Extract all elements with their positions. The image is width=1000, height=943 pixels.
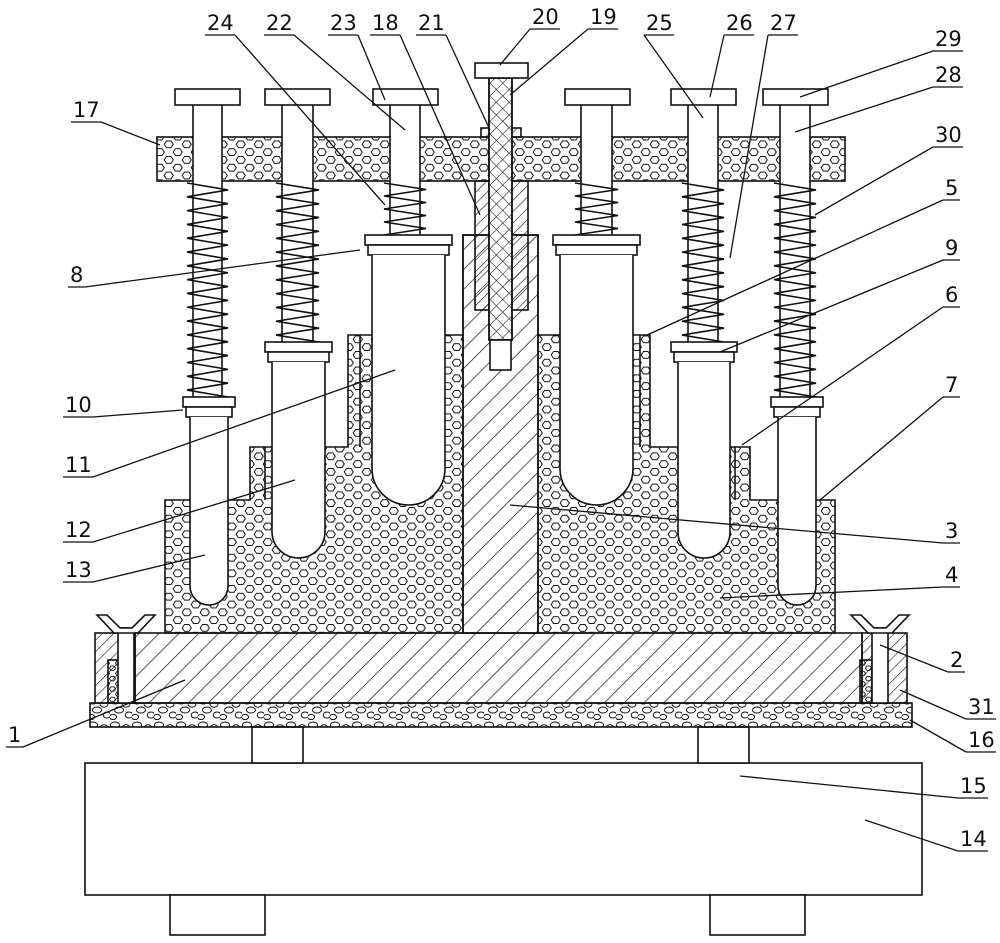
label-number: 1 bbox=[8, 723, 21, 747]
mounting-plate bbox=[135, 633, 862, 703]
label-17: 17 bbox=[71, 98, 160, 145]
label-number: 31 bbox=[968, 695, 995, 719]
label-number: 3 bbox=[945, 519, 958, 543]
label-number: 25 bbox=[646, 11, 673, 35]
label-number: 20 bbox=[532, 5, 559, 29]
label-number: 23 bbox=[330, 11, 357, 35]
rod-cap bbox=[175, 89, 240, 105]
label-10: 10 bbox=[63, 393, 183, 417]
label-number: 13 bbox=[65, 558, 92, 582]
collar bbox=[553, 235, 640, 245]
label-number: 14 bbox=[960, 827, 987, 851]
label-number: 2 bbox=[950, 648, 963, 672]
label-18: 18 bbox=[370, 11, 480, 215]
test-tube bbox=[678, 362, 730, 558]
label-number: 5 bbox=[945, 176, 958, 200]
support-right bbox=[698, 727, 749, 763]
label-number: 15 bbox=[960, 774, 987, 798]
label-20: 20 bbox=[500, 5, 560, 65]
screw-head-right bbox=[851, 615, 909, 633]
collar bbox=[365, 235, 452, 245]
test-tube bbox=[372, 255, 445, 505]
rod-cap bbox=[265, 89, 330, 105]
screw-cap bbox=[475, 63, 528, 78]
leader-line bbox=[500, 29, 530, 65]
collar bbox=[671, 342, 737, 352]
collar bbox=[265, 342, 332, 352]
collar bbox=[771, 397, 823, 407]
label-number: 6 bbox=[945, 283, 958, 307]
leader-line bbox=[720, 260, 943, 352]
leader-line bbox=[93, 410, 183, 417]
leader-line bbox=[742, 307, 943, 445]
label-number: 28 bbox=[935, 63, 962, 87]
rod-cap bbox=[565, 89, 630, 105]
leader-line bbox=[800, 51, 933, 97]
screw-head-left bbox=[97, 615, 155, 633]
leader-line bbox=[820, 397, 943, 500]
label-number: 26 bbox=[726, 11, 753, 35]
cushion-plate bbox=[90, 703, 912, 727]
label-number: 21 bbox=[418, 11, 445, 35]
leader-line bbox=[710, 35, 724, 97]
label-number: 18 bbox=[372, 11, 399, 35]
label-number: 11 bbox=[65, 453, 92, 477]
label-number: 16 bbox=[968, 728, 995, 752]
label-26: 26 bbox=[710, 11, 754, 97]
label-number: 19 bbox=[590, 5, 617, 29]
label-16: 16 bbox=[910, 720, 996, 752]
collar bbox=[183, 397, 235, 407]
leader-line bbox=[358, 35, 385, 100]
rod-cap bbox=[763, 89, 828, 105]
rod-cap bbox=[671, 89, 736, 105]
label-number: 29 bbox=[935, 27, 962, 51]
base-box bbox=[85, 727, 922, 935]
label-9: 9 bbox=[720, 236, 960, 352]
leader-line bbox=[101, 122, 160, 145]
leader-line bbox=[446, 35, 490, 130]
foot-right bbox=[710, 895, 805, 935]
label-number: 27 bbox=[770, 11, 797, 35]
foot-left bbox=[170, 895, 265, 935]
leader-line bbox=[910, 720, 966, 752]
label-number: 12 bbox=[65, 518, 92, 542]
label-number: 24 bbox=[207, 11, 234, 35]
label-number: 9 bbox=[945, 236, 958, 260]
test-tube bbox=[778, 417, 816, 605]
label-number: 8 bbox=[70, 263, 83, 287]
support-left bbox=[252, 727, 303, 763]
rod-end bbox=[490, 340, 511, 370]
label-number: 22 bbox=[266, 11, 293, 35]
label-31: 31 bbox=[900, 690, 996, 719]
label-19: 19 bbox=[510, 5, 618, 95]
label-number: 7 bbox=[945, 373, 958, 397]
label-7: 7 bbox=[820, 373, 960, 500]
label-number: 10 bbox=[65, 393, 92, 417]
label-number: 30 bbox=[935, 123, 962, 147]
label-number: 17 bbox=[73, 98, 100, 122]
label-number: 4 bbox=[945, 563, 958, 587]
test-tube bbox=[272, 362, 325, 558]
test-tube bbox=[560, 255, 633, 505]
